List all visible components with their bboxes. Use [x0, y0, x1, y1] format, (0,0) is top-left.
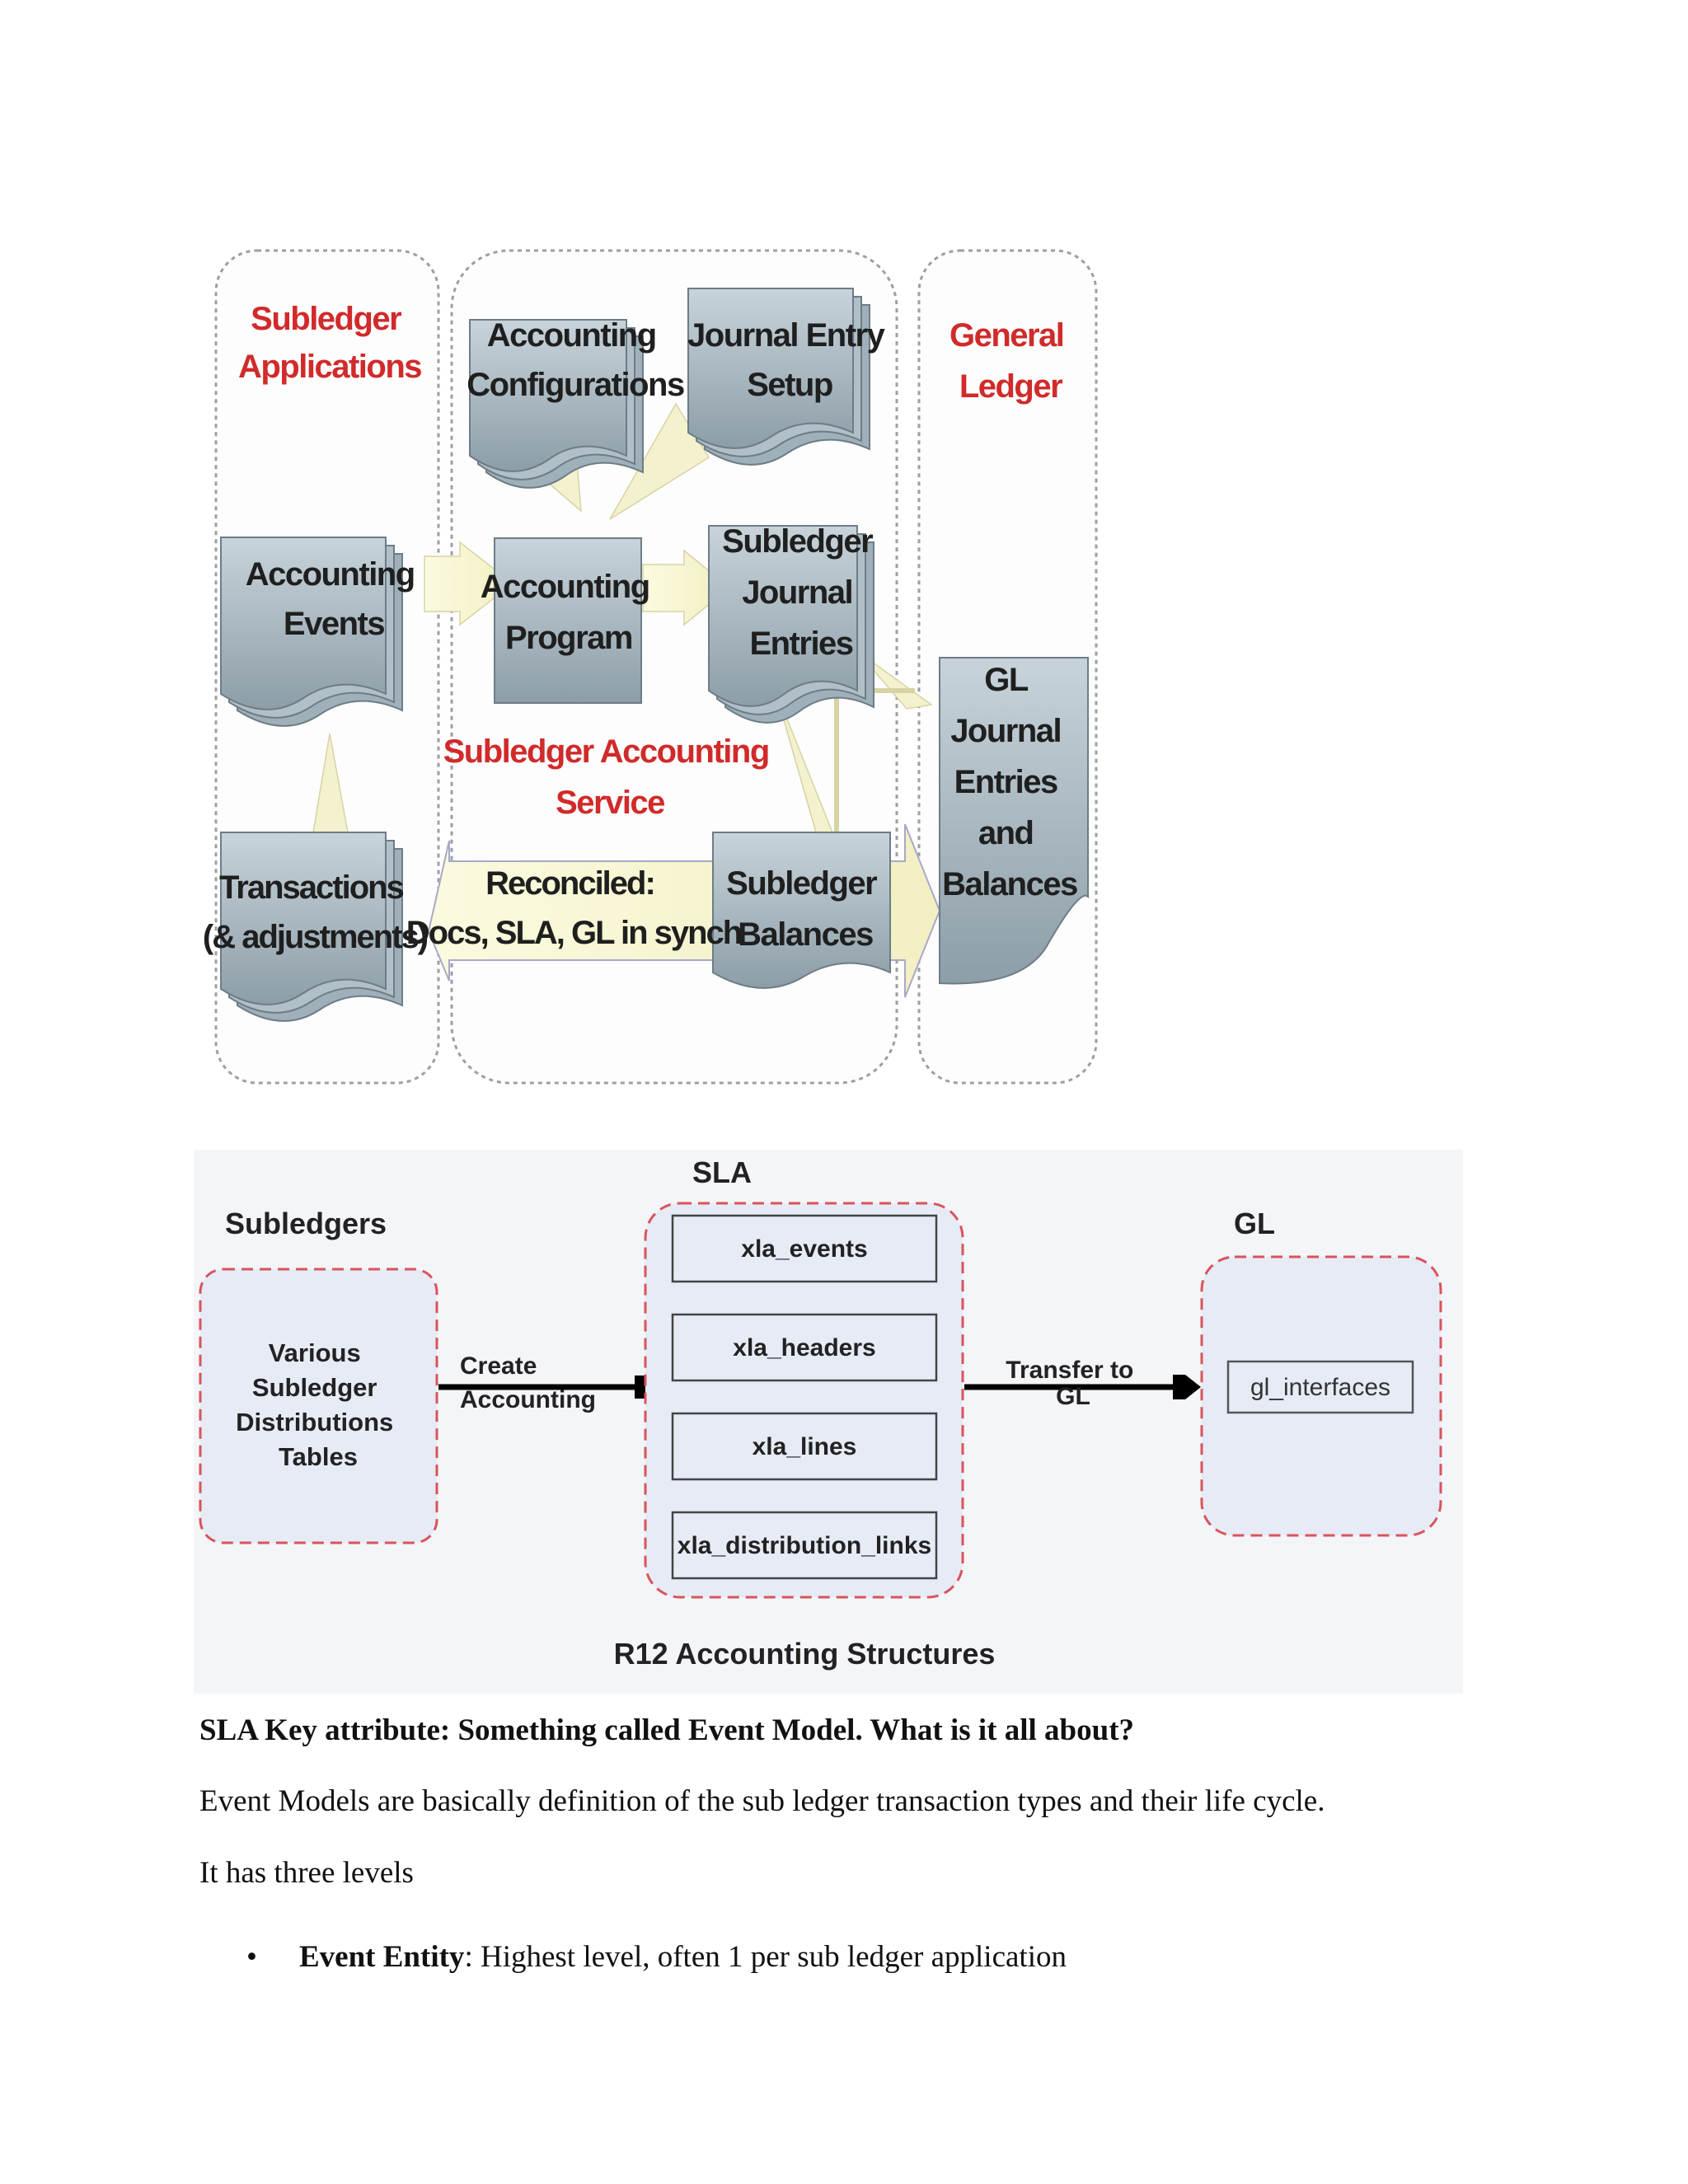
subledgers-panel: [199, 1268, 438, 1544]
transfer-to-gl-arrowhead: [1173, 1375, 1201, 1399]
doc-gl-journal-entries: [939, 657, 1089, 985]
gl-interfaces-box: [1226, 1360, 1414, 1414]
label-accounting-events: Accounting Events: [246, 556, 423, 642]
label-subledger-accounting-service: Subledger Accounting Service: [443, 733, 777, 821]
label-accounting-configurations: Accounting Configurations: [467, 317, 684, 403]
box-accounting-program: [494, 537, 642, 704]
arrow-journal-to-gl: [856, 650, 933, 710]
label-subledger-journal-entries: Subledger Journal Entries: [722, 523, 880, 662]
sla-table-xla-distribution-links: xla_distribution_links: [678, 1532, 931, 1559]
label-accounting-program: Accounting Program: [481, 569, 658, 656]
gl-interfaces-label: gl_interfaces: [1250, 1374, 1390, 1401]
transfer-to-gl-label: Transfer to GL: [1006, 1357, 1140, 1410]
create-accounting-label: Create Accounting: [460, 1352, 596, 1413]
sla-table-box: [671, 1412, 938, 1481]
label-reconciled: Reconciled: Docs, SLA, GL in synch: [406, 865, 741, 951]
sla-table-xla-events: xla_events: [741, 1235, 867, 1263]
doc-accounting-events: [220, 537, 403, 727]
bullet-icon: •: [246, 1940, 257, 1974]
figure-caption: R12 Accounting Structures: [614, 1637, 996, 1671]
r12-accounting-structures-diagram: SLA Subledgers GL Various Subledger Dist…: [194, 1150, 1463, 1694]
label-general-ledger: General Ledger: [950, 317, 1071, 405]
label-journal-entry-setup: Journal Entry Setup: [687, 317, 892, 403]
label-transactions: Transactions (& adjustments): [203, 869, 428, 955]
subledger-accounting-diagram: Subledger Applications Accounting Config…: [203, 249, 1098, 1085]
sla-table-xla-lines: xla_lines: [753, 1433, 857, 1460]
heading-gl: GL: [1234, 1207, 1275, 1240]
event-model-definition: Event Models are basically definition of…: [199, 1784, 1325, 1818]
label-subledger-applications: Subledger Applications: [238, 301, 421, 385]
doc-transactions: [220, 832, 403, 1022]
sla-panel: [644, 1202, 964, 1599]
level-term: Event Entity: [299, 1940, 465, 1974]
sla-table-box: [671, 1511, 938, 1580]
arrow-events-to-program: [424, 541, 514, 626]
doc-accounting-configurations: [469, 319, 644, 489]
heading-subledgers: Subledgers: [225, 1207, 387, 1240]
subledger-tables-label: Various Subledger Distributions Tables: [236, 1338, 401, 1471]
label-gl-journal-entries: GL Journal Entries and Balances: [942, 662, 1077, 902]
sla-table-xla-headers: xla_headers: [733, 1334, 875, 1361]
doc-subledger-balances: [712, 832, 891, 989]
section-question: SLA Key attribute: Something called Even…: [199, 1713, 1135, 1747]
doc-subledger-journal-entries: [708, 525, 874, 724]
level-description: : Highest level, often 1 per sub ledger …: [464, 1940, 1067, 1974]
heading-sla: SLA: [692, 1155, 752, 1189]
sla-table-box: [671, 1313, 938, 1382]
arrow-program-to-journal: [642, 549, 731, 626]
label-subledger-balances: Subledger Balances: [726, 865, 884, 953]
doc-journal-entry-setup: [687, 288, 870, 466]
levels-intro: It has three levels: [199, 1856, 414, 1890]
list-item: • Event Entity: Highest level, often 1 pe…: [199, 1939, 1067, 1975]
sla-table-box: [671, 1214, 938, 1283]
